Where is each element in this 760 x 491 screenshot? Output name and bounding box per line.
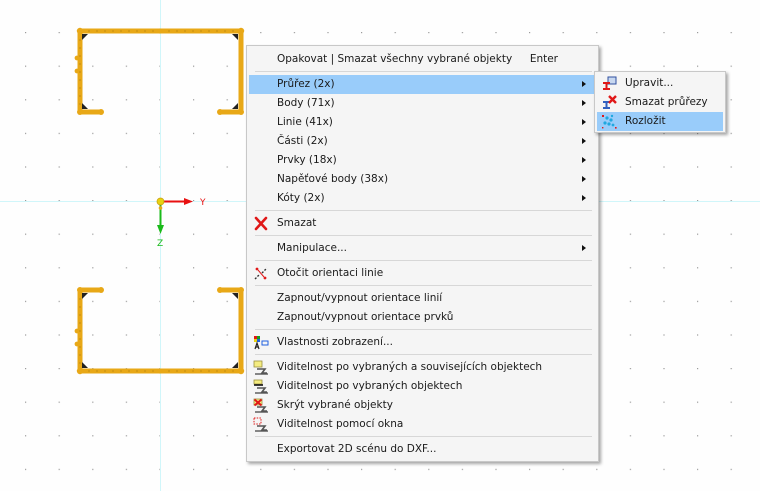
cross-section-lower[interactable]	[74, 287, 245, 375]
menu-item-reverse-line[interactable]: Otočit orientaci linie	[249, 264, 596, 283]
separator	[255, 260, 592, 261]
menu-item-label: Smazat průřezy	[625, 96, 708, 108]
menu-item-label: Kóty (2x)	[277, 192, 325, 204]
menu-item-visibility-window[interactable]: Viditelnost pomocí okna	[249, 415, 596, 434]
menu-item-cross-section[interactable]: Průřez (2x)	[249, 75, 596, 94]
z-axis-label: Z	[157, 239, 163, 249]
menu-item-delete[interactable]: Smazat	[249, 214, 596, 233]
menu-item-label: Body (71x)	[277, 97, 335, 109]
delete-x-icon	[254, 216, 268, 231]
reverse-line-icon	[254, 267, 268, 280]
submenu-arrow-icon	[582, 100, 586, 106]
y-axis-label: Y	[199, 198, 206, 208]
submenu-item-delete-sections[interactable]: Smazat průřezy	[597, 93, 723, 112]
menu-item-label: Upravit...	[625, 77, 674, 89]
menu-item-export-dxf[interactable]: Exportovat 2D scénu do DXF...	[249, 440, 596, 459]
menu-item-label: Otočit orientaci linie	[277, 267, 384, 279]
menu-item-label: Rozložit	[625, 115, 666, 127]
menu-item-toggle-line-orientation[interactable]: Zapnout/vypnout orientace linií	[249, 289, 596, 308]
menu-item-label: Vlastnosti zobrazení...	[277, 336, 393, 348]
menu-item-label: Viditelnost pomocí okna	[277, 418, 404, 430]
separator	[255, 354, 592, 355]
separator	[255, 436, 592, 437]
submenu-item-edit[interactable]: Upravit...	[597, 74, 723, 93]
cross-section-upper[interactable]	[74, 27, 245, 115]
menu-item-visibility-related[interactable]: Viditelnost po vybraných a souvisejících…	[249, 358, 596, 377]
cross-section-submenu: Upravit... Smazat průřezy Rozložit	[594, 71, 726, 133]
shortcut-label: Enter	[529, 53, 558, 65]
menu-item-label: Opakovat | Smazat všechny vybrané objekt…	[277, 53, 513, 65]
visibility-selected-icon	[253, 379, 268, 394]
menu-item-label: Skrýt vybrané objekty	[277, 399, 393, 411]
submenu-arrow-icon	[582, 119, 586, 125]
submenu-arrow-icon	[582, 157, 586, 163]
menu-item-label: Napěťové body (38x)	[277, 173, 389, 185]
explode-icon	[602, 114, 617, 129]
submenu-arrow-icon	[582, 245, 586, 251]
separator	[255, 71, 592, 72]
menu-item-toggle-element-orientation[interactable]: Zapnout/vypnout orientace prvků	[249, 308, 596, 327]
menu-item-label: Zapnout/vypnout orientace linií	[277, 292, 443, 304]
separator	[255, 285, 592, 286]
menu-item-label: Průřez (2x)	[277, 78, 335, 90]
menu-item-label: Linie (41x)	[277, 116, 333, 128]
menu-item-hide-selected[interactable]: Skrýt vybrané objekty	[249, 396, 596, 415]
submenu-arrow-icon	[582, 176, 586, 182]
submenu-arrow-icon	[582, 138, 586, 144]
menu-item-label: Viditelnost po vybraných objektech	[277, 380, 463, 392]
menu-item-points[interactable]: Body (71x)	[249, 94, 596, 113]
menu-item-dimensions[interactable]: Kóty (2x)	[249, 189, 596, 208]
separator	[255, 210, 592, 211]
separator	[255, 329, 592, 330]
context-menu: Opakovat | Smazat všechny vybrané objekt…	[246, 45, 599, 462]
submenu-arrow-icon	[582, 195, 586, 201]
menu-item-stress-points[interactable]: Napěťové body (38x)	[249, 170, 596, 189]
menu-item-repeat-delete[interactable]: Opakovat | Smazat všechny vybrané objekt…	[249, 49, 596, 69]
menu-item-label: Části (2x)	[277, 135, 328, 147]
axis-gizmo: Y Z	[156, 197, 206, 249]
separator	[255, 235, 592, 236]
menu-item-parts[interactable]: Části (2x)	[249, 132, 596, 151]
menu-item-lines[interactable]: Linie (41x)	[249, 113, 596, 132]
menu-item-visibility-selected[interactable]: Viditelnost po vybraných objektech	[249, 377, 596, 396]
submenu-item-explode[interactable]: Rozložit	[597, 112, 723, 131]
menu-item-label: Manipulace...	[277, 242, 347, 254]
edit-section-icon	[603, 76, 617, 90]
menu-item-label: Exportovat 2D scénu do DXF...	[277, 443, 437, 455]
menu-item-display-properties[interactable]: Vlastnosti zobrazení...	[249, 333, 596, 352]
submenu-arrow-icon	[582, 81, 586, 87]
display-properties-icon	[254, 336, 269, 350]
menu-item-label: Prvky (18x)	[277, 154, 337, 166]
delete-sections-icon	[603, 95, 617, 109]
menu-item-elements[interactable]: Prvky (18x)	[249, 151, 596, 170]
menu-item-label: Smazat	[277, 217, 317, 229]
menu-item-label: Viditelnost po vybraných a souvisejících…	[277, 361, 543, 373]
hide-selected-icon	[253, 398, 268, 413]
visibility-related-icon	[253, 360, 268, 375]
menu-item-label: Zapnout/vypnout orientace prvků	[277, 311, 454, 323]
visibility-window-icon	[253, 417, 268, 432]
menu-item-manipulation[interactable]: Manipulace...	[249, 239, 596, 258]
